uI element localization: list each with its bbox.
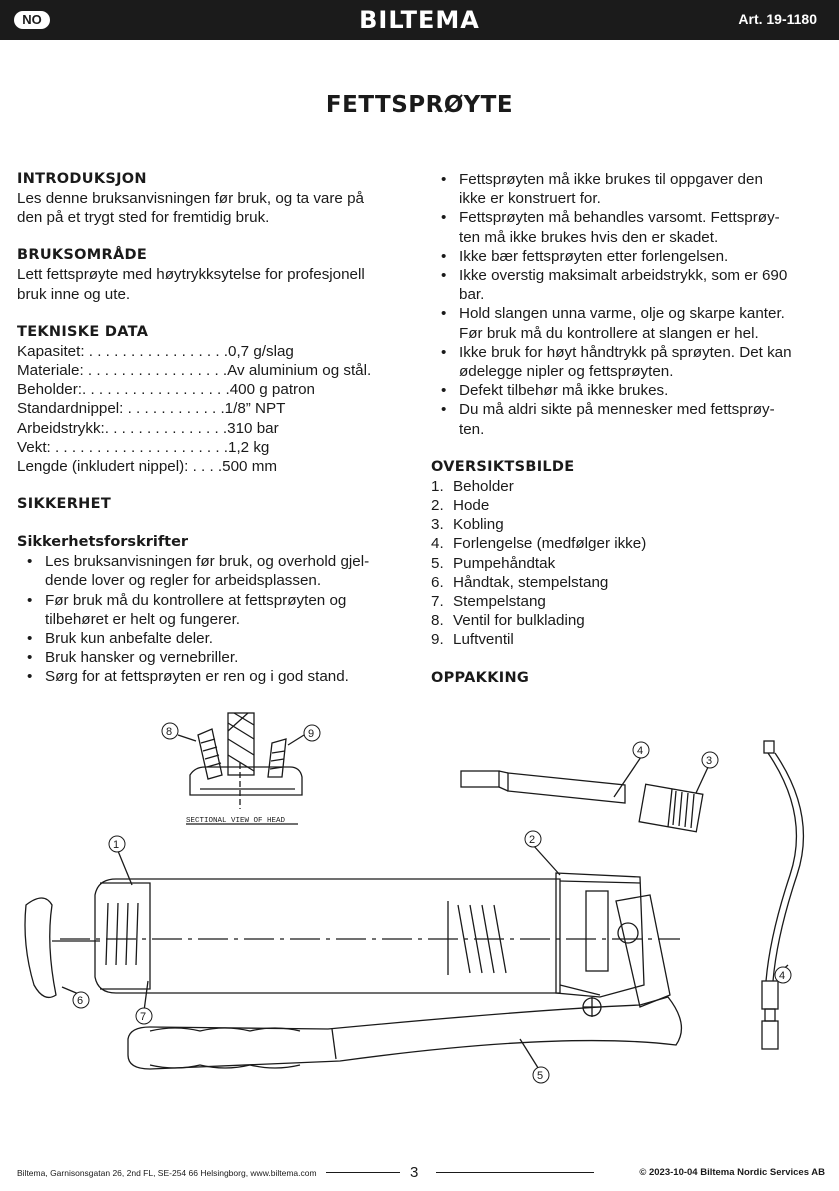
- list-item: 7.Stempelstang: [431, 593, 546, 611]
- intro-line: den på et trygt sted for fremtidig bruk.: [17, 209, 270, 227]
- list-item: Hold slangen unna varme, olje og skarpe …: [431, 304, 826, 342]
- safety-list-left: Les bruksanvisningen før bruk, og overho…: [17, 552, 412, 687]
- tech-row: Kapasitet: . . . . . . . . . . . . . . .…: [17, 342, 294, 360]
- brand-logo: BILTEMA: [359, 6, 480, 34]
- intro-heading: INTRODUKSJON: [17, 171, 147, 187]
- grease-gun-illustration: SECTIONAL VIEW OF HEAD: [24, 712, 805, 1084]
- footer-copyright: © 2023-10-04 Biltema Nordic Services AB: [639, 1167, 825, 1178]
- language-badge: NO: [14, 11, 50, 29]
- tech-row: Standardnippel: . . . . . . . . . . . .1…: [17, 400, 286, 418]
- tech-row: Vekt: . . . . . . . . . . . . . . . . . …: [17, 438, 270, 456]
- header-bar: NO BILTEMA Art. 19-1180: [0, 0, 839, 40]
- list-item: 4.Forlengelse (medfølger ikke): [431, 535, 647, 553]
- callout-9: 9: [303, 724, 321, 742]
- coupler: [638, 783, 704, 833]
- usage-heading: BRUKSOMRÅDE: [17, 247, 148, 264]
- footer: Biltema, Garnisonsgatan 26, 2nd FL, SE-2…: [0, 1160, 839, 1190]
- footer-divider: [436, 1172, 594, 1173]
- list-item: Du må aldri sikte på mennesker med fetts…: [431, 400, 826, 438]
- svg-text:1: 1: [113, 839, 119, 851]
- svg-text:2: 2: [529, 834, 535, 846]
- callout-4: 4: [632, 741, 650, 759]
- safety-subheading: Sikkerhetsforskrifter: [17, 534, 189, 551]
- tech-row: Beholder:. . . . . . . . . . . . . . . .…: [17, 381, 315, 399]
- sectional-head-drawing: [189, 712, 303, 809]
- svg-text:3: 3: [706, 755, 712, 767]
- list-item: Ikke bær fettsprøyten etter forlengelsen…: [431, 247, 826, 266]
- tech-row: Arbeidstrykk:. . . . . . . . . . . . . .…: [17, 419, 279, 437]
- callout-3: 3: [701, 751, 719, 769]
- pump-handle: [127, 996, 683, 1070]
- list-item: 8.Ventil for bulklading: [431, 612, 585, 630]
- page-title: FETTSPRØYTE: [325, 92, 514, 118]
- footer-address: Biltema, Garnisonsgatan 26, 2nd FL, SE-2…: [17, 1168, 317, 1178]
- callout-4b: 4: [774, 966, 792, 984]
- callout-8: 8: [161, 722, 179, 740]
- footer-divider: [326, 1172, 400, 1173]
- list-item: Fettsprøyten må behandles varsomt. Fetts…: [431, 208, 826, 246]
- list-item: Sørg for at fettsprøyten er ren og i god…: [17, 667, 412, 686]
- list-item: Fettsprøyten må ikke brukes til oppgaver…: [431, 170, 826, 208]
- article-number: Art. 19-1180: [738, 11, 817, 27]
- list-item: 6.Håndtak, stempelstang: [431, 573, 609, 591]
- callout-2: 2: [524, 830, 542, 848]
- tech-row: Materiale: . . . . . . . . . . . . . . .…: [17, 362, 372, 380]
- svg-text:8: 8: [166, 726, 172, 738]
- list-item: Ikke overstig maksimalt arbeidstrykk, so…: [431, 266, 826, 304]
- usage-line: bruk inne og ute.: [17, 285, 131, 303]
- list-item: 5.Pumpehåndtak: [431, 554, 556, 572]
- svg-text:9: 9: [308, 728, 314, 740]
- section-caption: SECTIONAL VIEW OF HEAD: [186, 817, 286, 825]
- list-item: Bruk kun anbefalte deler.: [17, 629, 412, 648]
- usage-line: Lett fettsprøyte med høytrykksytelse for…: [17, 266, 365, 284]
- svg-text:6: 6: [77, 995, 83, 1007]
- svg-text:5: 5: [537, 1070, 543, 1082]
- tech-row: Lengde (inkludert nippel): . . . .500 mm: [17, 458, 278, 476]
- callout-7: 7: [135, 1007, 153, 1025]
- callout-5: 5: [532, 1066, 550, 1084]
- unpacking-heading: OPPAKKING: [431, 669, 530, 686]
- list-item: 1.Beholder: [431, 477, 514, 495]
- list-item: Defekt tilbehør må ikke brukes.: [431, 381, 826, 400]
- page-number: 3: [410, 1164, 419, 1181]
- tech-heading: TEKNISKE DATA: [17, 323, 149, 340]
- svg-text:7: 7: [140, 1011, 146, 1023]
- list-item: Bruk hansker og vernebriller.: [17, 648, 412, 667]
- flexible-hose: [761, 740, 805, 1050]
- right-column: Fettsprøyten må ikke brukes til oppgaver…: [431, 170, 826, 688]
- safety-list-right: Fettsprøyten må ikke brukes til oppgaver…: [431, 170, 826, 439]
- overview-list: 1.Beholder 2.Hode 3.Kobling 4.Forlengels…: [431, 477, 826, 650]
- list-item: 2.Hode: [431, 497, 490, 515]
- safety-heading: SIKKERHET: [17, 496, 112, 513]
- callout-6: 6: [72, 991, 90, 1009]
- extension-tube: [460, 770, 626, 804]
- list-item: 9.Luftventil: [431, 631, 514, 649]
- overview-heading: OVERSIKTSBILDE: [431, 458, 575, 475]
- grease-gun-body: [24, 872, 680, 1017]
- list-item: 3.Kobling: [431, 516, 504, 534]
- svg-text:4: 4: [637, 745, 643, 757]
- list-item: Les bruksanvisningen før bruk, og overho…: [17, 552, 412, 590]
- svg-text:4: 4: [779, 970, 785, 982]
- left-column: INTRODUKSJON Les denne bruksanvisningen …: [17, 170, 412, 687]
- list-item: Ikke bruk for høyt håndtrykk på sprøyten…: [431, 343, 826, 381]
- callout-1: 1: [108, 835, 126, 853]
- list-item: Før bruk må du kontrollere at fettsprøyt…: [17, 591, 412, 629]
- intro-line: Les denne bruksanvisningen før bruk, og …: [17, 190, 364, 207]
